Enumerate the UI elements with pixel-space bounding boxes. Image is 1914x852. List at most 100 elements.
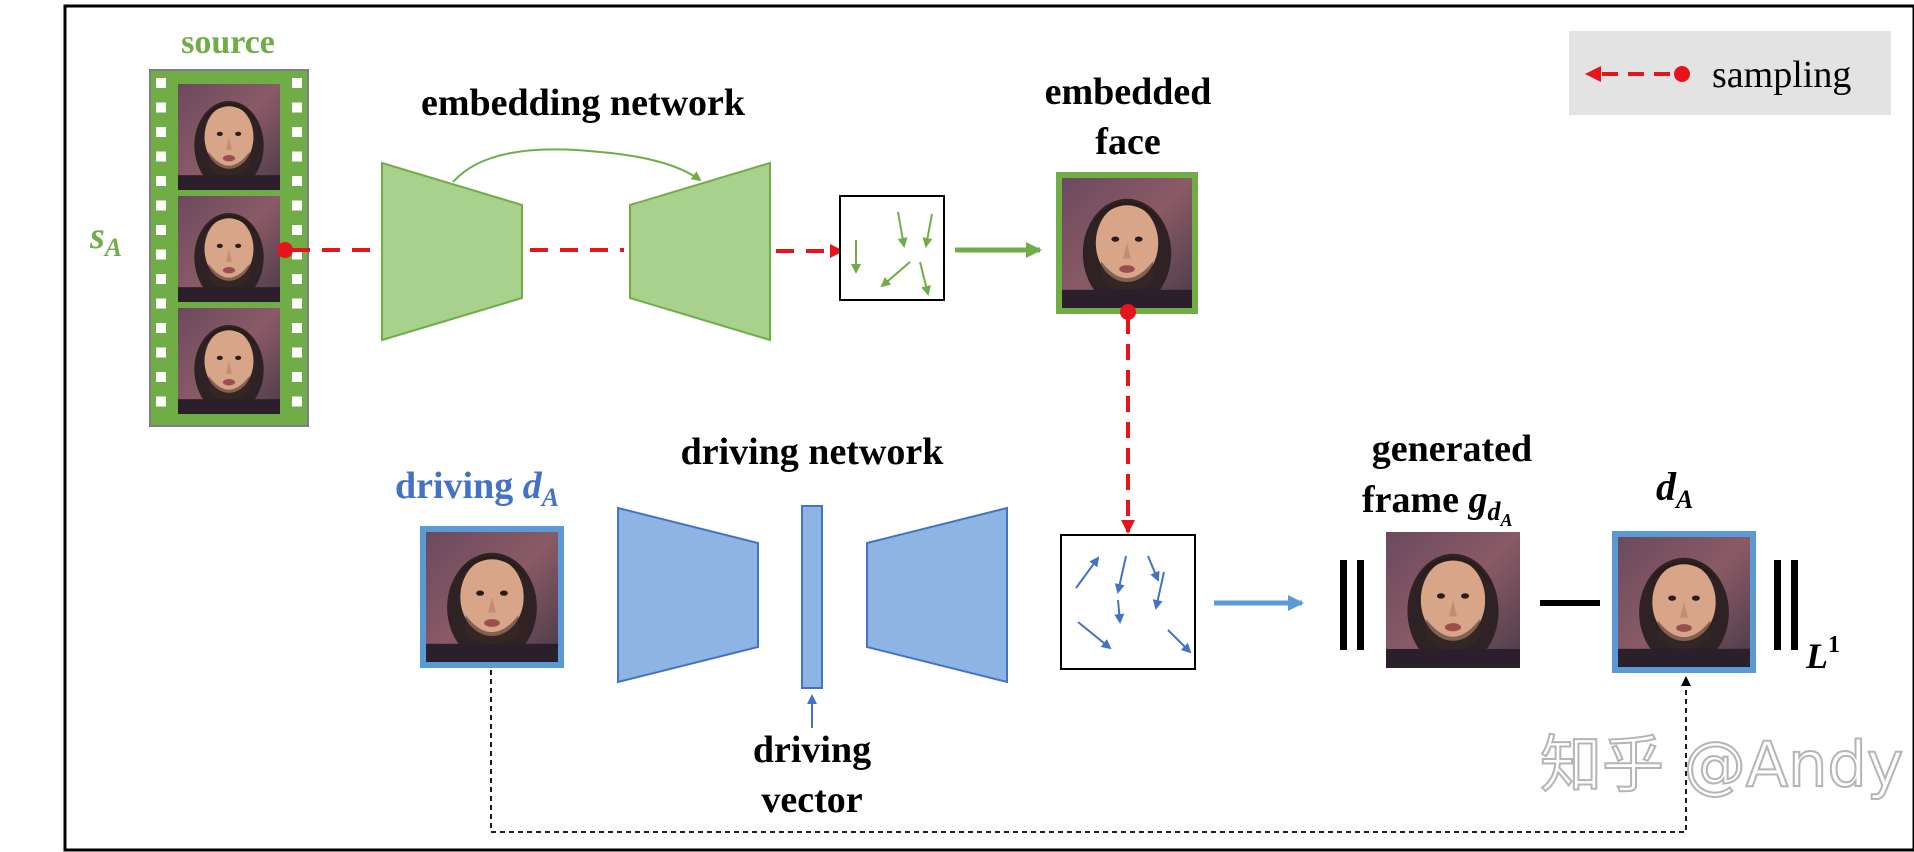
driving-label-d: d bbox=[523, 465, 543, 507]
flow-arrow bbox=[919, 261, 931, 296]
driving-label-prefix: driving bbox=[395, 465, 523, 507]
film-hole bbox=[292, 396, 302, 407]
film-hole bbox=[156, 396, 166, 407]
film-hole bbox=[292, 347, 302, 358]
legend-sampling-dot bbox=[1674, 66, 1690, 82]
generated-g: g bbox=[1468, 479, 1488, 521]
source-symbol-s: s bbox=[89, 215, 105, 257]
minus-sign bbox=[1540, 600, 1600, 606]
film-hole bbox=[156, 151, 166, 162]
film-hole bbox=[156, 323, 166, 333]
film-hole bbox=[292, 102, 302, 113]
driving-input: driving dA bbox=[395, 465, 564, 668]
source-symbol-sub: A bbox=[103, 233, 122, 262]
film-hole bbox=[156, 127, 166, 137]
film-hole bbox=[292, 176, 302, 186]
watermark: 知乎 @Andy bbox=[1540, 728, 1903, 801]
flow-arrow bbox=[1077, 621, 1112, 650]
film-hole bbox=[156, 372, 166, 382]
generated-frame-text: frame bbox=[1362, 479, 1469, 521]
film-hole bbox=[292, 200, 302, 211]
driving-to-target-dotted-arrow bbox=[490, 670, 1691, 833]
film-hole bbox=[292, 78, 302, 88]
driving-network-label: driving network bbox=[681, 431, 945, 473]
embedding-network: embedding network bbox=[381, 82, 771, 342]
driving-bottleneck bbox=[801, 505, 823, 689]
sampling-top-dot bbox=[277, 242, 293, 258]
film-hole bbox=[156, 347, 166, 358]
embedding-network-label: embedding network bbox=[421, 82, 746, 124]
source-film-strip: source sA bbox=[89, 24, 309, 427]
driving-label-sub: A bbox=[540, 483, 559, 512]
sampling-vertical-dot bbox=[1120, 304, 1136, 320]
flow-field-icon bbox=[839, 195, 945, 301]
norm-expression: generated frame gdA dA L1 bbox=[1340, 428, 1840, 676]
film-hole bbox=[156, 274, 166, 284]
film-hole bbox=[292, 225, 302, 235]
film-hole bbox=[156, 78, 166, 88]
generated-g-subsub: A bbox=[1500, 510, 1513, 530]
generated-g-sub: d bbox=[1488, 497, 1502, 526]
source-frame-3 bbox=[178, 308, 280, 414]
legend-box bbox=[1569, 31, 1891, 115]
flow-field-bottom-box bbox=[1060, 534, 1196, 670]
norm-bar-right-2 bbox=[1791, 560, 1798, 650]
driving-encoder bbox=[617, 506, 759, 684]
flow-arrow bbox=[1147, 555, 1160, 582]
driving-label: driving dA bbox=[395, 465, 559, 512]
flow-field-top-box bbox=[839, 195, 945, 301]
target-image bbox=[1618, 537, 1750, 667]
film-hole bbox=[292, 298, 302, 309]
source-frame-1 bbox=[178, 84, 280, 190]
driving-network: driving network driving vector bbox=[617, 431, 1008, 821]
flow-arrow bbox=[1114, 599, 1125, 624]
source-frame-2 bbox=[178, 196, 280, 302]
driving-vector-label-line1: driving bbox=[753, 729, 871, 771]
generated-label-line2: frame gdA bbox=[1362, 479, 1513, 530]
source-symbol: sA bbox=[89, 215, 122, 262]
flow-arrow bbox=[922, 213, 933, 248]
embedding-encoder bbox=[381, 161, 523, 342]
legend: sampling bbox=[1569, 31, 1891, 115]
outer-frame bbox=[63, 4, 1914, 852]
film-hole bbox=[156, 298, 166, 309]
flow-field-icon bbox=[1060, 534, 1196, 670]
film-hole bbox=[292, 323, 302, 333]
driving-decoder bbox=[866, 506, 1008, 684]
film-holes bbox=[156, 78, 302, 407]
flow-arrow bbox=[1114, 555, 1127, 594]
film-hole bbox=[156, 102, 166, 113]
flow-arrow bbox=[880, 261, 911, 288]
film-hole bbox=[292, 372, 302, 382]
film-hole bbox=[292, 151, 302, 162]
flow-arrow bbox=[897, 211, 908, 248]
film-hole bbox=[156, 225, 166, 235]
target-label: dA bbox=[1656, 464, 1693, 514]
film-hole bbox=[292, 249, 302, 260]
embedded-face-label-line1: embedded bbox=[1045, 71, 1212, 113]
norm-L: L bbox=[1805, 636, 1828, 676]
generated-frame-image bbox=[1386, 532, 1520, 668]
norm-bar-left-1 bbox=[1340, 560, 1347, 650]
film-hole bbox=[292, 274, 302, 284]
target-label-d: d bbox=[1656, 464, 1677, 509]
source-label: source bbox=[181, 24, 275, 61]
legend-sampling-arrowhead bbox=[1585, 66, 1601, 82]
embedded-face-label-line2: face bbox=[1095, 121, 1160, 163]
norm-bar-left-2 bbox=[1357, 560, 1364, 650]
flow-arrow bbox=[1152, 571, 1165, 610]
film-hole bbox=[292, 127, 302, 137]
target-label-sub: A bbox=[1674, 485, 1693, 514]
film-hole bbox=[156, 200, 166, 211]
flow-arrow bbox=[1167, 629, 1192, 654]
norm-subscript: L1 bbox=[1805, 632, 1840, 676]
sampling-top bbox=[277, 242, 844, 258]
generated-label-line1: generated bbox=[1372, 428, 1532, 470]
flow-arrow bbox=[1075, 556, 1100, 589]
driving-vector-label-line2: vector bbox=[761, 779, 862, 821]
film-hole bbox=[156, 249, 166, 260]
driving-image bbox=[426, 532, 558, 662]
embedding-decoder bbox=[629, 161, 771, 342]
film-hole bbox=[156, 176, 166, 186]
